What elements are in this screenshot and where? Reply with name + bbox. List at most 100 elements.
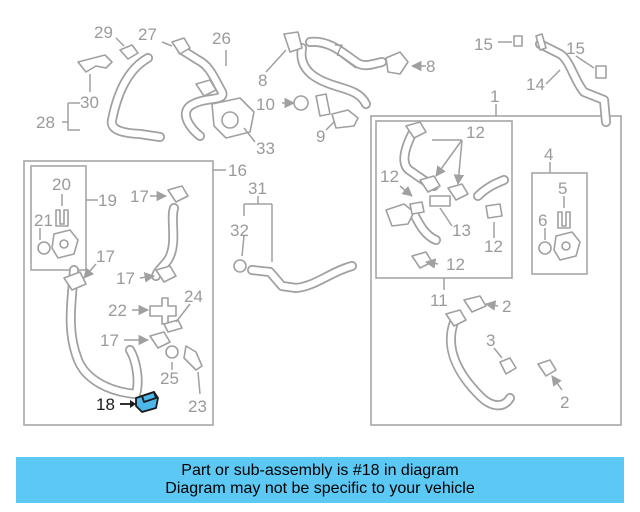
callout-27: 27 — [138, 25, 157, 44]
callout-9: 9 — [316, 127, 325, 146]
thermostat-housing-33[interactable] — [195, 79, 255, 139]
callout-30: 30 — [80, 93, 99, 112]
callout-23: 23 — [188, 397, 207, 416]
callout-17a: 17 — [96, 247, 115, 266]
callout-26: 26 — [212, 29, 231, 48]
callout-12a: 12 — [466, 123, 485, 142]
callout-19: 19 — [98, 191, 117, 210]
clip-24[interactable] — [163, 319, 183, 333]
gasket-32[interactable] — [233, 259, 247, 273]
leader-27 — [161, 41, 173, 47]
bracket-middle — [315, 93, 331, 117]
callout-17c: 17 — [116, 269, 135, 288]
callout-3: 3 — [486, 331, 495, 350]
leader-2b — [551, 375, 563, 391]
leader-18-arrow — [130, 400, 136, 408]
callout-20: 20 — [52, 175, 71, 194]
leader-31 — [243, 196, 273, 262]
callout-32: 32 — [230, 221, 249, 240]
bleeder-15a[interactable] — [513, 35, 523, 47]
leader-7 — [339, 55, 357, 69]
leader-12d — [424, 258, 439, 269]
callout-22: 22 — [108, 301, 127, 320]
callout-10: 10 — [256, 95, 275, 114]
flange-21[interactable] — [51, 229, 79, 259]
leader-12a-2 — [453, 139, 465, 186]
pipe-14[interactable] — [535, 33, 611, 127]
hose-26[interactable] — [171, 37, 228, 141]
connector-9[interactable] — [331, 109, 359, 129]
hose-lower-left[interactable] — [63, 265, 143, 399]
pipe-31[interactable] — [247, 261, 357, 293]
leader-17c — [139, 272, 156, 283]
leader-23 — [197, 371, 201, 395]
leader-32 — [241, 235, 245, 257]
callout-33: 33 — [256, 139, 275, 158]
tee-22[interactable] — [149, 297, 177, 325]
callout-17d: 17 — [100, 331, 119, 350]
callout-5: 5 — [558, 179, 567, 198]
callout-12b: 12 — [380, 167, 399, 186]
callout-4: 4 — [544, 145, 553, 164]
leader-12a-1 — [435, 139, 463, 177]
callout-1: 1 — [490, 87, 499, 106]
clamp-3[interactable] — [499, 357, 517, 375]
hose-upper-left[interactable] — [151, 185, 189, 281]
hose-7[interactable] — [283, 31, 387, 109]
flange-4[interactable] — [553, 231, 581, 261]
callout-13: 13 — [452, 221, 471, 240]
oring-25[interactable] — [165, 345, 179, 359]
callout-8b: 8 — [426, 57, 435, 76]
leader-2a — [484, 300, 499, 311]
group-box-16 — [23, 160, 214, 426]
leader-24 — [175, 303, 191, 323]
callout-29: 29 — [94, 23, 113, 42]
leader-17a — [83, 263, 97, 279]
leader-3 — [493, 347, 503, 359]
callout-18: 18 — [96, 395, 115, 414]
leader-9 — [325, 121, 335, 131]
callout-28: 28 — [36, 113, 55, 132]
banner-line-2: Diagram may not be specific to your vehi… — [165, 480, 475, 497]
callout-25: 25 — [160, 369, 179, 388]
callout-15a: 15 — [474, 35, 493, 54]
group-box-19 — [30, 165, 87, 271]
leader-13 — [439, 207, 453, 227]
leader-33 — [243, 127, 256, 143]
gasket-6[interactable] — [538, 241, 552, 255]
clamp-2b[interactable] — [537, 359, 557, 377]
callout-15b: 15 — [566, 39, 585, 58]
parts-diagram: 29 27 26 30 28 33 8 7 8 10 9 15 15 14 1 … — [23, 23, 622, 426]
clamp-17d[interactable] — [149, 331, 171, 349]
callout-17b: 17 — [130, 187, 149, 206]
callout-14: 14 — [526, 75, 545, 94]
callout-21: 21 — [34, 211, 53, 230]
bleeder-15b[interactable] — [595, 65, 607, 79]
banner-line-1: Part or sub-assembly is #18 in diagram — [181, 462, 459, 479]
callout-8a: 8 — [258, 71, 267, 90]
clamp-17c[interactable] — [155, 265, 177, 283]
callout-7: 7 — [334, 41, 343, 60]
callout-31: 31 — [248, 179, 267, 198]
callout-16: 16 — [228, 161, 247, 180]
callout-11: 11 — [430, 291, 448, 310]
leader-15b — [575, 55, 595, 69]
callout-24: 24 — [184, 287, 203, 306]
part-18-highlighted[interactable] — [135, 391, 159, 413]
sensor-23[interactable] — [183, 345, 203, 371]
hose-assembly-28[interactable] — [77, 44, 165, 142]
clamp-2a[interactable] — [463, 295, 487, 313]
leader-8a — [265, 49, 287, 73]
callout-2a: 2 — [502, 297, 511, 316]
cap-10[interactable] — [293, 95, 309, 111]
hose-lower-right[interactable] — [445, 309, 515, 411]
leader-28 — [62, 102, 80, 131]
callout-12d: 12 — [446, 255, 465, 274]
clip-20[interactable] — [55, 209, 69, 227]
clip-5[interactable] — [557, 211, 571, 229]
callout-12c: 12 — [484, 237, 503, 256]
leader-14 — [545, 69, 561, 85]
callout-6: 6 — [538, 211, 547, 230]
cap-8[interactable] — [385, 51, 409, 75]
gasket-21[interactable] — [37, 241, 51, 255]
